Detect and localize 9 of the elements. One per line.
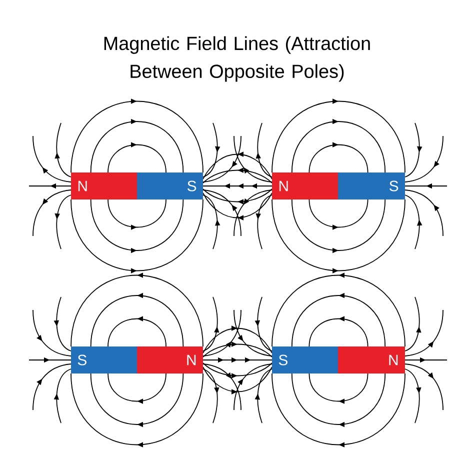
magnet-pole: S [137,172,203,200]
magnet-pole: S [71,346,137,374]
magnet-pole: N [71,172,137,200]
magnet-pole: N [338,346,405,374]
magnet-pole: S [272,346,338,374]
magnet-pole: S [338,172,405,200]
magnet-pole: N [137,346,203,374]
magnet-pole: N [272,172,338,200]
title: Magnetic Field Lines (Attraction Between Opposite Poles) [104,36,370,82]
